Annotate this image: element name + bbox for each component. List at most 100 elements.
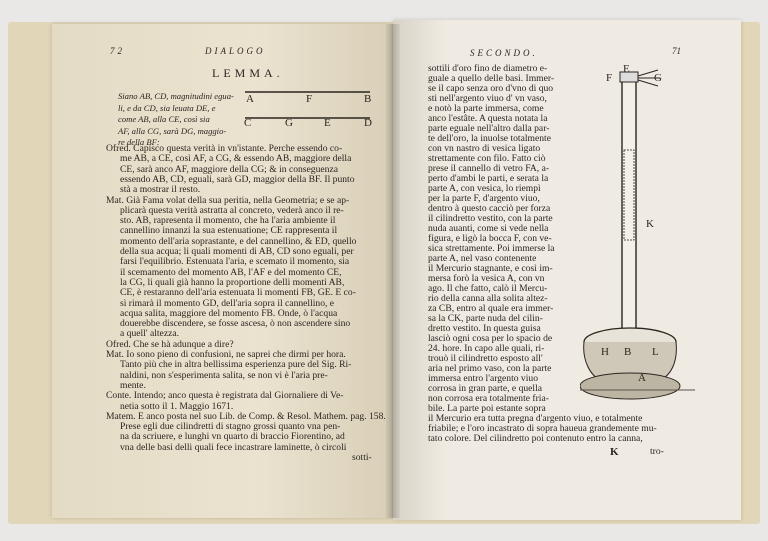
book-gutter — [386, 24, 400, 518]
text-line: prese il cannello di vetro FA, a- — [428, 163, 550, 174]
text-line: momento dell'aria soprastante, e del can… — [120, 235, 357, 247]
text-line: a quell' altezza. — [120, 328, 179, 340]
text-line: per la parte F, d'argento viuo, — [428, 193, 540, 204]
text-line: Mat. Io sono pieno di confusioni, ne sap… — [106, 349, 346, 360]
text-line: aria nel primo vaso, con la parte — [428, 363, 552, 374]
text-line: Mat. Già Fama volat della sua peritia, n… — [106, 194, 350, 206]
text-line: stà a mostrar il resto. — [120, 184, 201, 196]
label-c: C — [244, 117, 252, 129]
text-line: friabile; e l'oro incastrato di sopra ha… — [428, 423, 657, 434]
text-line: ago. Il che fatto, calò il Mercu- — [428, 283, 548, 294]
catchword: tro- — [650, 446, 664, 457]
text-line: cannellino innanzi la sua estenuatione; … — [120, 225, 338, 237]
text-line: na da scriuere, e lunghi vn quarto di br… — [120, 431, 345, 443]
text-line: perto d'ambi le parti, e serata la — [428, 173, 549, 184]
text-line: figura, e ligò la bocca F, con ve- — [428, 233, 552, 244]
text-line: Ofred. Che se hà adunque a dire? — [106, 338, 234, 350]
text-line: sto. AB, rapresenta il momento, che ha l… — [120, 215, 336, 227]
text-line: vna delle basi delli quali fece incastra… — [120, 441, 347, 453]
text-line: Matem. E anco posta nel suo Lib. de Comp… — [106, 410, 386, 422]
text-line: Prese egli due cilindretti di stagno gro… — [120, 421, 341, 433]
text-line: il cilindretto vestito, con la parte — [428, 213, 553, 224]
text-line: il Mercurio era tutta pregna d'argento v… — [428, 413, 643, 424]
text-line: nuda auanti, come si vede nella — [428, 223, 549, 234]
ribbon-ties — [637, 69, 660, 87]
text-line: naldini, non s'esperimenta salita, se no… — [120, 369, 328, 381]
left-page — [52, 24, 392, 518]
text-line: con vn nastro di vesica ligato — [428, 143, 541, 154]
label-a: A — [246, 93, 254, 105]
text-line: sì rimarà il momento GD, dell'aria sopra… — [120, 297, 335, 309]
text-line: AF, alla CG, sarà DG, maggio- — [118, 125, 227, 136]
text-line: acqua salita, maggiore del momento FB. O… — [120, 307, 338, 319]
text-line: CE, è restaranno dell'aria estenuata li … — [120, 287, 356, 299]
tube-cap — [619, 71, 639, 83]
label-f: F — [306, 93, 313, 105]
text-line: corrosa in gran parte, e quella — [428, 383, 543, 394]
fig-label-a: A — [638, 372, 646, 384]
text-line: guale a quello delle basi. Immer- — [428, 73, 555, 84]
barometer-figure — [580, 69, 695, 400]
text-line: parte A, nel vaso contenente — [428, 253, 537, 264]
text-line: sti nell'argento viuo d' vn vaso, — [428, 93, 547, 104]
text-line: li, e da CD, sia leuata DE, e — [118, 102, 216, 113]
text-line: Conte. Intendo; anco questa è registrata… — [106, 390, 344, 402]
text-line: za CB, entro al quale era immer- — [428, 303, 554, 314]
text-line: CE, sarà anco AF, maggiore della CG; & i… — [120, 163, 338, 175]
text-line: non corrosa era totalmente fria- — [428, 393, 549, 404]
text-line: tato colore. Del cilindretto poi contenu… — [428, 433, 643, 444]
right-running-head: SECONDO. — [470, 48, 538, 58]
text-line: sotti- — [352, 452, 372, 463]
cylinder — [623, 149, 635, 241]
text-line: bile. La parte poi estante sopra — [428, 403, 546, 414]
basin-base — [580, 372, 681, 400]
text-line: e notò la parte immersa, come — [428, 103, 544, 114]
label-e: E — [324, 117, 331, 129]
right-page-number: 71 — [672, 46, 681, 56]
text-line: te dell'oro, la inuolse totalmente — [428, 133, 551, 144]
text-line: parte eguale nell'altro dalla par- — [428, 123, 550, 134]
left-page-number: 72 — [110, 46, 125, 56]
text-line: 24. hore. In capo alle quali, ri- — [428, 343, 545, 354]
text-line: trouò il cilindretto esposto all' — [428, 353, 543, 364]
fig-label-b: B — [624, 346, 632, 358]
text-line: lasciò ogni cosa per lo spacio de — [428, 333, 553, 344]
text-line: essendo AB, CD, eguali, sarà GD, maggior… — [120, 173, 355, 185]
text-line: sa la CK, parte nuda del cilin- — [428, 313, 543, 324]
right-page — [393, 20, 741, 520]
text-line: netia sotto il 1. Maggio 1671. — [120, 400, 234, 412]
text-line: Siano AB, CD, magnitudini egua- — [118, 91, 234, 101]
text-line: farsi l'equilibrio. Estenuata l'aria, e … — [120, 256, 350, 268]
label-d: D — [364, 117, 372, 129]
fig-label-f: F — [606, 72, 613, 84]
text-line: Tanto più che in altra bellissima esperi… — [120, 359, 352, 371]
text-line: mente. — [120, 379, 146, 391]
text-line: strettamente con filo. Fatto ciò — [428, 153, 546, 164]
signature-mark: K — [610, 446, 619, 458]
fig-label-g: G — [654, 72, 662, 84]
text-line: Ofred. Capisco questa verità in vn'istan… — [106, 143, 343, 154]
fig-label-e: E — [623, 63, 630, 75]
text-line: dentro à questo cacciò per forza — [428, 203, 551, 214]
text-line: come AB, alla CE, così sia — [118, 114, 210, 124]
left-running-head: DIALOGO — [205, 46, 266, 56]
text-line: mersa forò la vesica A, con vn — [428, 273, 545, 284]
text-line: douerebbe discendere, se fosse ascesa, ò… — [120, 318, 351, 330]
text-line: la CG, li quali già hanno la proportione… — [120, 276, 345, 288]
text-line: il Mercurio stagnante, e così im- — [428, 263, 553, 274]
text-line: parte A, con vesica, lo riempì — [428, 183, 541, 194]
text-line: sica strettamente. Poi immerse la — [428, 243, 555, 254]
text-line: dretto vestito. In questa guisa — [428, 323, 541, 334]
text-line: me AB, a CE, così AF, a CG, & essendo AB… — [120, 153, 352, 165]
text-line: plicarà questa verità astratta al concre… — [120, 204, 344, 216]
text-line: rio della canna alla solita altez- — [428, 293, 548, 304]
text-line: sottili d'oro fino de diametro e- — [428, 63, 548, 74]
fig-label-h: H — [601, 346, 609, 358]
fig-label-l: L — [652, 346, 659, 358]
label-g: G — [285, 117, 293, 129]
text-line: immersa entro l'argento viuo — [428, 373, 538, 384]
text-line: della sua acqua; li quali momenti di AB,… — [120, 246, 354, 257]
lemma-title: LEMMA. — [212, 66, 284, 80]
fig-label-k: K — [646, 218, 654, 230]
text-line: il scemamento del momento AB, l'AF e del… — [120, 266, 342, 278]
